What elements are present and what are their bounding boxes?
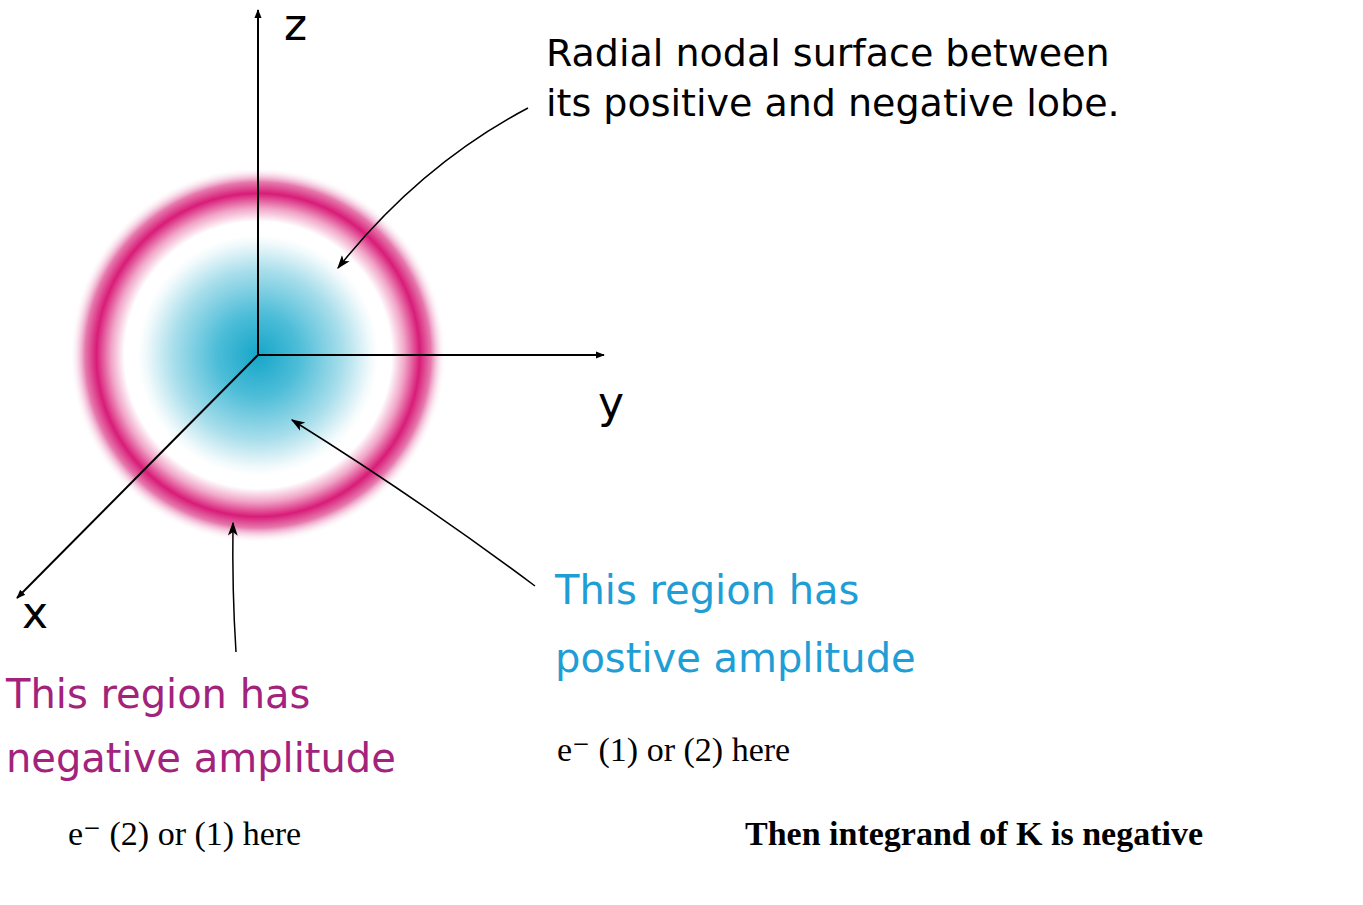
electron-note: e⁻ (1) or (2) here	[557, 728, 790, 772]
leader-line	[292, 420, 535, 586]
electron-note: e⁻ (2) or (1) here	[68, 812, 301, 856]
region-note: This region has negative amplitude	[6, 662, 401, 790]
leader-line	[233, 523, 236, 652]
callout-note: Radial nodal surface between its positiv…	[546, 28, 1126, 128]
conclusion-note: Then integrand of K is negative	[745, 812, 1203, 856]
leader-line	[338, 108, 528, 268]
region-note: This region has postive amplitude	[555, 556, 921, 692]
axis-label: z	[284, 0, 307, 50]
axis-label: y	[598, 378, 624, 428]
axis-label: x	[22, 588, 48, 638]
y-axis	[258, 354, 604, 356]
x-axis	[17, 355, 258, 598]
z-axis	[257, 10, 259, 355]
